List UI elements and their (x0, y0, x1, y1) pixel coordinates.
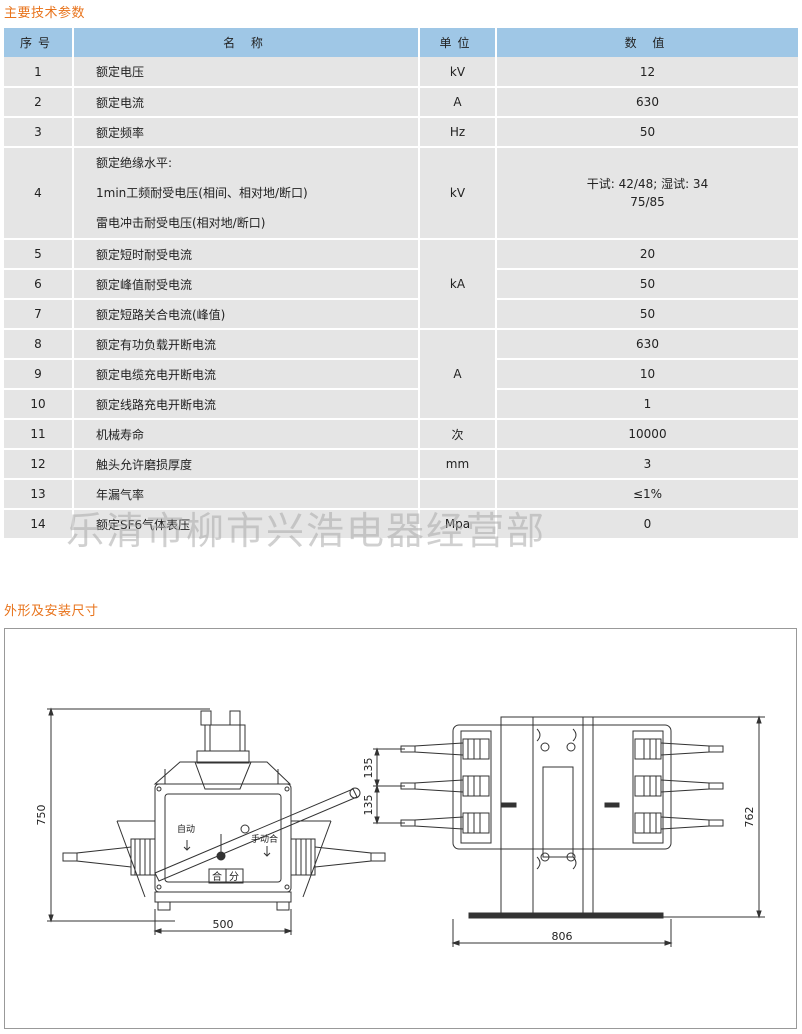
table-row: 6 额定峰值耐受电流 50 (4, 269, 798, 300)
cell-seq: 14 (4, 509, 74, 540)
cell-seq: 1 (4, 57, 74, 88)
table-row: 5 额定短时耐受电流 kA 20 (4, 239, 798, 330)
cell-unit: kV (419, 147, 497, 240)
dim-label-pitch-2: 135 (362, 795, 375, 816)
header-unit: 单位 (419, 28, 497, 57)
cell-unit: A (419, 87, 497, 118)
table-row: 12 触头允许磨损厚度 mm 3 (4, 449, 798, 480)
table-row: 1 额定电压 kV 12 (4, 57, 798, 88)
table-row: 8 额定有功负载开断电流 A 630 (4, 329, 798, 420)
cell-name: 额定有功负载开断电流 (73, 329, 420, 360)
table-row: 13 年漏气率 ≤1% (4, 479, 798, 510)
cell-value: 1 (496, 389, 798, 420)
table-row: 7 额定短路关合电流(峰值) 50 (4, 299, 798, 330)
insulator-right-1 (634, 738, 724, 760)
cell-seq: 10 (4, 389, 74, 420)
table-row: 3 额定频率 Hz 50 (4, 117, 798, 148)
cell-value: 0 (496, 509, 798, 540)
cell-unit: 次 (419, 419, 497, 450)
cell-seq: 12 (4, 449, 74, 480)
table-header-row: 序号 名 称 单位 数 值 (4, 28, 798, 57)
cell-unit: A (419, 329, 497, 420)
cell-unit: Hz (419, 117, 497, 148)
insulator-left-3 (400, 812, 490, 834)
cell-value: ≤1% (496, 479, 798, 510)
table-row: 2 额定电流 A 630 (4, 87, 798, 118)
cell-name: 额定峰值耐受电流 (73, 269, 420, 300)
insulator-left-1 (400, 738, 490, 760)
cell-seq: 7 (4, 299, 74, 330)
cell-name: 额定频率 (73, 117, 420, 148)
dimension-drawing: 750 500 135 135 762 806 自动 手动合 合 分 (4, 628, 797, 1029)
cell-seq: 13 (4, 479, 74, 510)
dim-label-pitch-1: 135 (362, 758, 375, 779)
table-row: 10 额定线路充电开断电流 1 (4, 389, 798, 420)
cell-seq: 11 (4, 419, 74, 450)
cell-value: 630 (496, 87, 798, 118)
cell-seq: 3 (4, 117, 74, 148)
label-auto: 自动 (177, 823, 195, 835)
header-seq: 序号 (4, 28, 74, 57)
section-title-specs: 主要技术参数 (4, 6, 86, 21)
cell-unit: kA (419, 239, 497, 330)
cell-name: 额定电缆充电开断电流 (73, 359, 420, 390)
cell-name: 额定线路充电开断电流 (73, 389, 420, 420)
name-line: 额定绝缘水平: (96, 156, 173, 170)
dim-label-height-left: 750 (35, 805, 48, 826)
cell-seq: 9 (4, 359, 74, 390)
cell-value: 12 (496, 57, 798, 88)
value-line: 75/85 (630, 195, 665, 209)
cell-value: 50 (496, 117, 798, 148)
cell-name: 年漏气率 (73, 479, 420, 510)
cell-value: 20 (496, 239, 798, 270)
section-title-dimensions: 外形及安装尺寸 (4, 604, 99, 619)
name-line: 雷电冲击耐受电压(相对地/断口) (96, 216, 266, 230)
value-line: 干试: 42/48; 湿试: 34 (586, 177, 709, 191)
cell-name: 额定电流 (73, 87, 420, 118)
cell-seq: 5 (4, 239, 74, 270)
front-view (47, 707, 386, 935)
cell-value: 10 (496, 359, 798, 390)
dim-label-width-left: 500 (213, 918, 234, 931)
cell-value: 50 (496, 299, 798, 330)
cell-value: 干试: 42/48; 湿试: 34 75/85 (496, 147, 798, 240)
header-value: 数 值 (496, 28, 798, 57)
header-name: 名 称 (73, 28, 420, 57)
cell-name: 额定电压 (73, 57, 420, 88)
cell-unit: Mpa (419, 509, 497, 540)
cell-unit: mm (419, 449, 497, 480)
cell-unit (419, 479, 497, 510)
cell-seq: 4 (4, 147, 74, 240)
cell-name: 额定短时耐受电流 (73, 239, 420, 270)
cell-name: 额定短路关合电流(峰值) (73, 299, 420, 330)
label-manual-close: 手动合 (251, 833, 278, 845)
cell-seq: 8 (4, 329, 74, 360)
table-row: 11 机械寿命 次 10000 (4, 419, 798, 450)
specs-table: 序号 名 称 单位 数 值 1 额定电压 kV 12 2 额定电流 A 630 … (4, 28, 798, 540)
cell-name: 额定SF6气体表压 (73, 509, 420, 540)
label-close: 合 (212, 870, 222, 883)
drawing-svg: 750 500 135 135 762 806 自动 手动合 合 分 (35, 707, 765, 947)
cell-value: 3 (496, 449, 798, 480)
table-row: 9 额定电缆充电开断电流 10 (4, 359, 798, 390)
label-open: 分 (229, 871, 239, 883)
cell-value: 10000 (496, 419, 798, 450)
cell-value: 630 (496, 329, 798, 360)
insulator-right-3 (634, 812, 724, 834)
name-line: 1min工频耐受电压(相间、相对地/断口) (96, 186, 308, 200)
table-row: 4 额定绝缘水平: 1min工频耐受电压(相间、相对地/断口) 雷电冲击耐受电压… (4, 147, 798, 240)
insulator-left-2 (400, 775, 490, 797)
cell-value: 50 (496, 269, 798, 300)
dim-label-height-right: 762 (743, 807, 756, 828)
table-row: 14 额定SF6气体表压 Mpa 0 (4, 509, 798, 540)
cell-name: 额定绝缘水平: 1min工频耐受电压(相间、相对地/断口) 雷电冲击耐受电压(相… (73, 147, 420, 240)
cell-name: 触头允许磨损厚度 (73, 449, 420, 480)
cell-seq: 2 (4, 87, 74, 118)
dim-label-width-right: 806 (552, 930, 573, 943)
insulator-right-2 (634, 775, 724, 797)
cell-unit: kV (419, 57, 497, 88)
cell-seq: 6 (4, 269, 74, 300)
cell-name: 机械寿命 (73, 419, 420, 450)
side-view (373, 715, 765, 947)
